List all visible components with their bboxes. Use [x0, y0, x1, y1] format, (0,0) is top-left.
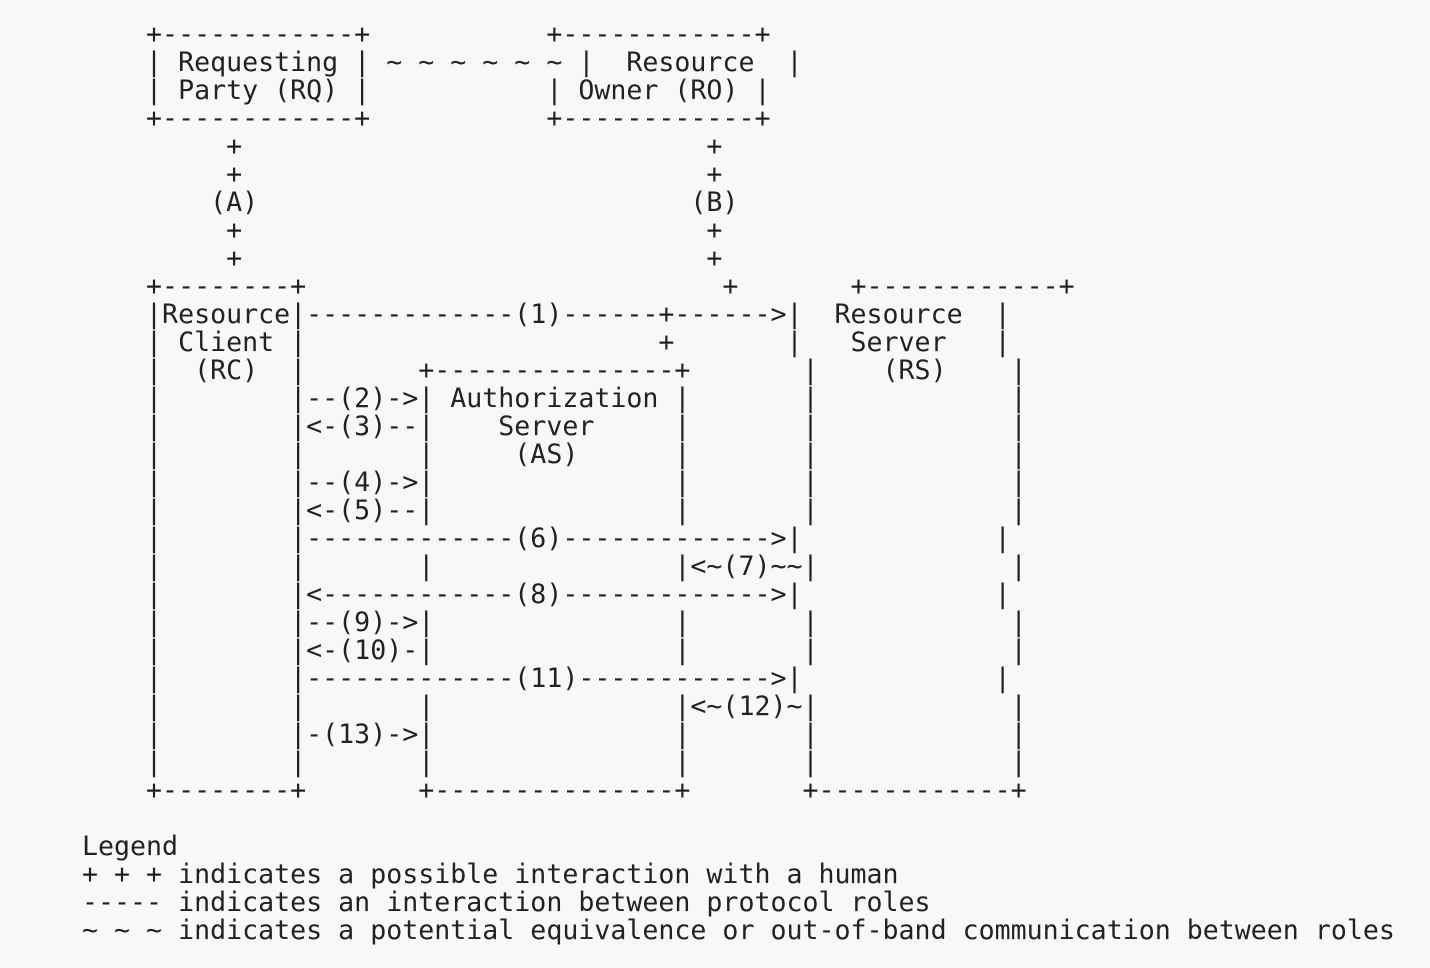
diagram-line: | |-(13)->| | | |: [82, 719, 1027, 750]
diagram-line: | |<-(3)--| Server | | |: [82, 411, 1027, 442]
protocol-flow-diagram: +------------+ +------------+ | Requesti…: [82, 21, 1075, 805]
diagram-line: | Client | + | Server |: [82, 327, 1011, 358]
diagram-line: + +: [82, 215, 723, 246]
diagram-line: | (RC) | +---------------+ | (RS) |: [82, 355, 1027, 386]
diagram-line: (A) (B): [82, 187, 739, 218]
legend-title: Legend: [82, 831, 179, 862]
diagram-line: | Party (RQ) | | Owner (RO) |: [82, 75, 771, 106]
diagram-line: +--------+ +---------------+ +----------…: [82, 775, 1027, 806]
legend-item-out-of-band: ~ ~ ~ indicates a potential equivalence …: [82, 915, 1395, 946]
diagram-line: | |<------------(8)------------->| |: [82, 579, 1011, 610]
diagram-line: +--------+ + +------------+: [82, 271, 1075, 302]
diagram-line: +------------+ +------------+: [82, 19, 771, 50]
diagram-line: | |--(9)->| | | |: [82, 607, 1027, 638]
diagram-line: | |<-(5)--| | | |: [82, 495, 1027, 526]
diagram-line: |Resource|-------------(1)------+------>…: [82, 299, 1011, 330]
legend: Legend+ + + indicates a possible interac…: [82, 833, 1395, 945]
legend-item-human-interaction: + + + indicates a possible interaction w…: [82, 859, 899, 890]
diagram-line: | |-------------(11)------------>| |: [82, 663, 1011, 694]
diagram-line: | |--(2)->| Authorization | | |: [82, 383, 1027, 414]
diagram-line: + +: [82, 131, 723, 162]
diagram-line: | |<-(10)-| | | |: [82, 635, 1027, 666]
diagram-line: | | | |<~(7)~~| |: [82, 551, 1027, 582]
diagram-line: | | | | | |: [82, 747, 1027, 778]
diagram-line: | |-------------(6)------------->| |: [82, 523, 1011, 554]
diagram-line: | Requesting | ~ ~ ~ ~ ~ ~ | Resource |: [82, 47, 803, 78]
diagram-line: + +: [82, 159, 723, 190]
diagram-line: | |--(4)->| | | |: [82, 467, 1027, 498]
diagram-line: +------------+ +------------+: [82, 103, 771, 134]
diagram-line: | | | |<~(12)~| |: [82, 691, 1027, 722]
legend-item-protocol-interaction: ----- indicates an interaction between p…: [82, 887, 931, 918]
diagram-line: | | | (AS) | | |: [82, 439, 1027, 470]
diagram-line: + +: [82, 243, 723, 274]
